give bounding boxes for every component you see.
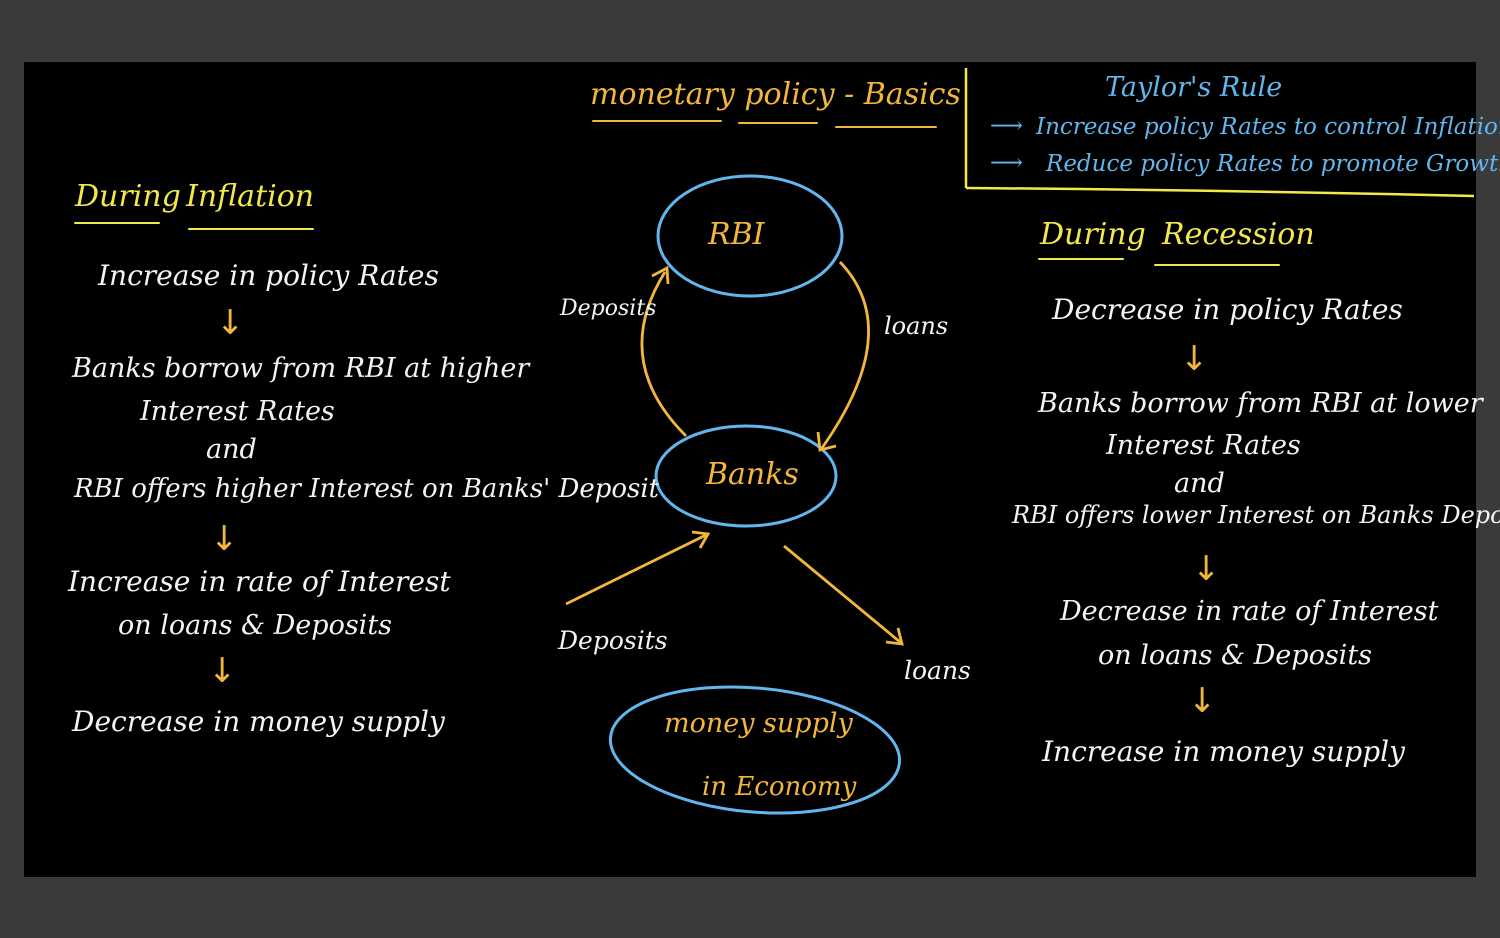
inflation-step-3-line-1: Increase in rate of Interest	[68, 565, 451, 598]
title-underline-3	[835, 126, 937, 128]
taylor-rule-title: Taylor's Rule	[1105, 72, 1283, 103]
inflation-step-1: Increase in policy Rates	[98, 259, 439, 292]
taylor-rule-item-2: Reduce policy Rates to promote Growth	[1046, 151, 1500, 177]
down-arrow-icon: ↓	[208, 651, 237, 691]
edge-label-loans-from-rbi: loans	[884, 312, 949, 340]
recession-step-3-line-1: Decrease in rate of Interest	[1060, 596, 1439, 627]
page-title: monetary policy - Basics	[590, 77, 961, 112]
recession-heading-underline-1	[1038, 258, 1124, 260]
economy-node-label-line-1: money supply	[664, 708, 853, 739]
recession-step-1: Decrease in policy Rates	[1052, 293, 1403, 326]
recession-step-4: Increase in money supply	[1042, 735, 1405, 768]
inflation-step-2-and: and	[206, 434, 257, 465]
inflation-heading-underline-1	[74, 222, 160, 224]
inflation-heading-inflation: Inflation	[186, 179, 315, 214]
inflation-step-3-line-2: on loans & Deposits	[118, 610, 393, 641]
rbi-node-label: RBI	[708, 217, 765, 252]
recession-step-2-and: and	[1174, 468, 1225, 499]
inflation-step-4: Decrease in money supply	[72, 705, 445, 738]
right-arrow-icon: ⟶	[990, 113, 1023, 139]
recession-step-2-line-2: Interest Rates	[1106, 430, 1301, 461]
inflation-heading-during: During	[75, 179, 181, 214]
recession-step-2-line-1: Banks borrow from RBI at lower	[1038, 388, 1483, 419]
recession-heading-during: During	[1040, 217, 1146, 252]
banks-node-label: Banks	[706, 457, 799, 492]
edge-label-deposits-to-rbi: Deposits	[560, 296, 657, 321]
recession-step-3-line-2: on loans & Deposits	[1098, 640, 1373, 671]
down-arrow-icon: ↓	[1192, 549, 1221, 589]
recession-step-2-line-3: RBI offers lower Interest on Banks Depos…	[1012, 501, 1500, 529]
inflation-heading-underline-2	[188, 228, 314, 230]
down-arrow-icon: ↓	[1188, 681, 1217, 721]
right-arrow-icon: ⟶	[990, 150, 1023, 176]
inflation-step-2-line-3: RBI offers higher Interest on Banks' Dep…	[74, 474, 660, 504]
title-underline-1	[592, 120, 722, 122]
economy-node-label-line-2: in Economy	[702, 772, 857, 802]
inflation-step-2-line-1: Banks borrow from RBI at higher	[72, 353, 530, 384]
edge-label-loans-from-banks: loans	[904, 656, 971, 685]
down-arrow-icon: ↓	[216, 303, 245, 343]
edge-label-deposits-to-banks: Deposits	[558, 626, 668, 655]
recession-heading-underline-2	[1154, 264, 1280, 266]
down-arrow-icon: ↓	[210, 519, 239, 559]
taylor-rule-item-1: Increase policy Rates to control Inflati…	[1036, 114, 1500, 140]
recession-heading-recession: Recession	[1162, 217, 1315, 252]
inflation-step-2-line-2: Interest Rates	[140, 396, 335, 427]
down-arrow-icon: ↓	[1180, 339, 1209, 379]
title-underline-2	[738, 122, 818, 124]
